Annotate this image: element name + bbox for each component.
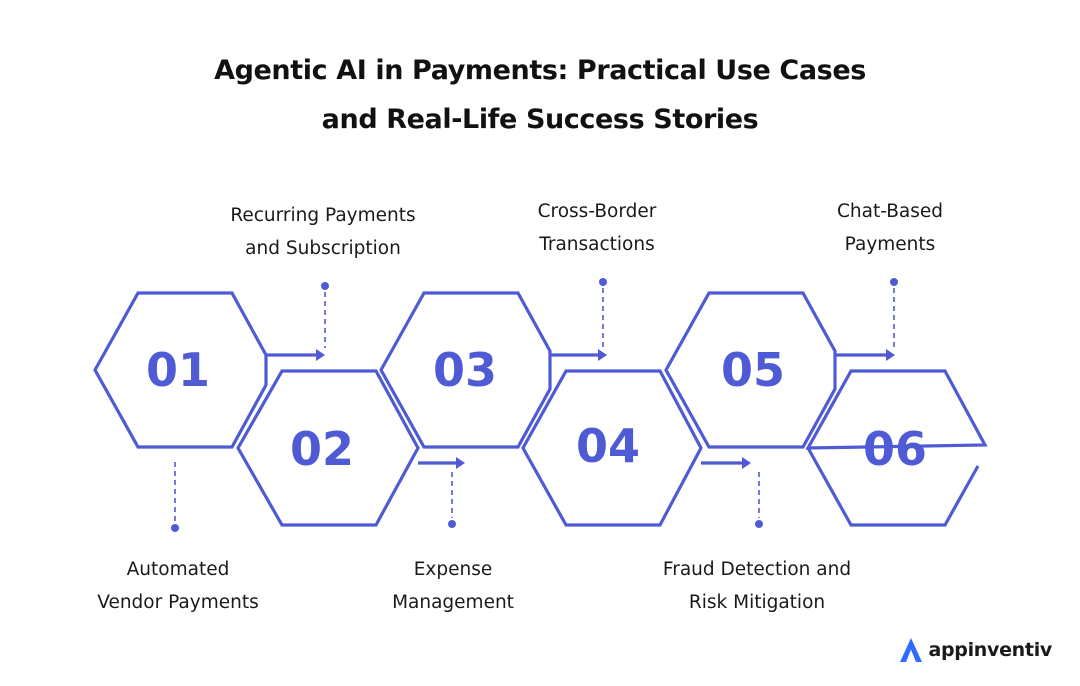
step-label-05: Fraud Detection and Risk Mitigation (627, 553, 887, 619)
leader-dot-02 (321, 282, 329, 290)
hexagon-01 (93, 291, 268, 449)
step-label-01-line2: Vendor Payments (97, 592, 259, 613)
arrowhead-icon (742, 457, 751, 469)
brand-name: appinventiv (928, 639, 1052, 661)
step-label-04-line2: Transactions (539, 234, 655, 255)
leader-dot-06 (890, 278, 898, 286)
hexagon-05 (664, 291, 837, 449)
arrowhead-icon (886, 349, 895, 361)
leader-dot-05 (755, 520, 763, 528)
hexagon-04 (521, 369, 703, 527)
step-label-02-line1: Recurring Payments (230, 205, 416, 226)
hexagon-06 (805, 369, 988, 450)
step-label-01-line1: Automated (126, 559, 230, 580)
step-label-03-line2: Management (392, 592, 514, 613)
step-label-06-line2: Payments (844, 234, 936, 255)
arrowhead-icon (598, 349, 607, 361)
step-label-05-line1: Fraud Detection and (662, 559, 852, 580)
brand-logo: appinventiv (898, 636, 1052, 664)
page-title-line-2: and Real-Life Success Stories (321, 104, 759, 135)
arrowhead-icon (456, 457, 465, 469)
step-label-06-line1: Chat-Based (836, 201, 944, 222)
step-label-02-line2: and Subscription (245, 238, 401, 259)
step-number-03: 03 (433, 343, 497, 397)
leader-dot-01 (171, 524, 179, 532)
step-number-02: 02 (290, 422, 354, 476)
leader-dot-03 (448, 520, 456, 528)
step-number-04: 04 (576, 419, 640, 473)
step-label-01: Automated Vendor Payments (48, 553, 308, 619)
page-title-line-1: Agentic AI in Payments: Practical Use Ca… (214, 55, 866, 86)
arrowhead-icon (316, 349, 325, 361)
appinventiv-logo-icon (900, 638, 923, 662)
step-label-03-line1: Expense (413, 559, 493, 580)
step-number-05: 05 (721, 343, 785, 397)
hexagon-03 (379, 291, 552, 449)
step-label-03: Expense Management (323, 553, 583, 619)
hexagon-02 (236, 369, 420, 527)
step-label-05-line2: Risk Mitigation (688, 592, 826, 613)
step-number-01: 01 (146, 343, 210, 397)
step-label-02: Recurring Payments and Subscription (193, 199, 453, 265)
step-label-04: Cross-Border Transactions (467, 195, 727, 261)
step-number-06: 06 (863, 422, 927, 476)
hexagon-06-lower (806, 447, 980, 527)
step-label-06: Chat-Based Payments (760, 195, 1020, 261)
step-label-04-line1: Cross-Border (537, 201, 657, 222)
leader-dot-04 (599, 278, 607, 286)
